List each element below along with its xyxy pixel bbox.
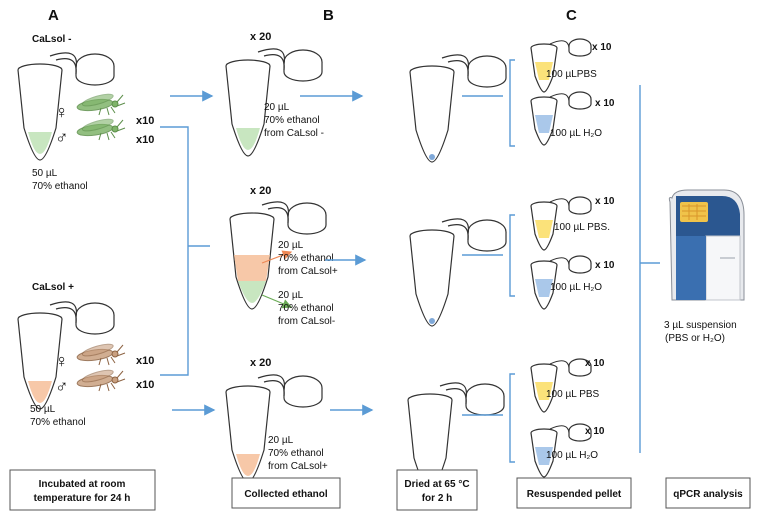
step-box-dry: Dried at 65 °C for 2 h [396,469,478,511]
panel-letter-a: A [48,7,59,24]
multiplier-b1: x 20 [250,31,271,43]
collected-tube-3 [225,374,323,483]
svg-text:Incubated at room: Incubated at room [39,479,126,490]
male-symbol: ♂ [55,127,69,147]
female-symbol: ♀ [55,102,69,122]
volume-label-2: 50 µL [30,404,56,415]
tube2-upper-line3: from CaLsol+ [278,266,338,277]
multiplier-b3: x 20 [250,357,271,369]
svg-text:Dried at 65 °C: Dried at 65 °C [404,479,469,490]
pbs-tube-3 [530,358,592,413]
panel-letter-b: B [323,7,334,24]
group1-pbs-label: 100 µLPBS [546,69,597,80]
dried-tube-1 [409,54,507,163]
calsol-negative-tube [17,52,115,161]
svg-text:Resuspended pellet: Resuspended pellet [527,489,622,500]
multiplier-b2: x 20 [250,185,271,197]
green-male-insect [75,116,126,141]
c-count-2: x 10 [595,98,615,109]
tube2-upper-line2: 70% ethanol [278,253,334,264]
pbs-tube-2 [530,196,592,251]
brown-male-insect [75,367,126,392]
resuspend-bracket-1 [509,59,515,147]
water-tube-2 [530,255,592,310]
tube2-lower-line3: from CaLsol- [278,316,335,327]
group1-water-label: 100 µL H₂O [550,128,602,139]
tube3-line1: 20 µL [268,435,294,446]
resuspend-bracket-2 [509,214,515,297]
step-box-qpcr: qPCR analysis [665,477,751,509]
c-count-5: x 10 [585,358,605,369]
group2-pbs-label: 100 µL PBS. [554,222,610,233]
qpcr-instrument-icon [668,189,745,301]
group3-pbs-label: 100 µL PBS [546,389,600,400]
c-count-3: x 10 [595,196,615,207]
step-box-collect: Collected ethanol [231,477,341,509]
panel-letter-c: C [566,7,577,24]
male-symbol-2: ♂ [55,376,69,396]
tube1-line1: 20 µL [264,102,290,113]
group3-water-label: 100 µL H₂O [546,450,598,461]
qpcr-line1: 3 µL suspension [664,320,737,331]
male-count-2: x10 [136,379,154,391]
calsol-positive-tube [17,301,115,410]
step-box-resuspend: Resuspended pellet [516,477,632,509]
resuspend-bracket-3 [509,373,515,463]
tube2-lower-line2: 70% ethanol [278,303,334,314]
volume-label-1: 50 µL [32,168,58,179]
ethanol-label-2: 70% ethanol [30,417,86,428]
ethanol-label-1: 70% ethanol [32,181,88,192]
male-count: x10 [136,134,154,146]
collection-bracket [160,126,189,376]
female-count: x10 [136,115,154,127]
c-count-1: x 10 [592,42,612,53]
water-tube-1 [530,91,592,146]
tube1-line3: from CaLsol - [264,128,324,139]
group2-water-label: 100 µL H₂O [550,282,602,293]
tube3-line3: from CaLsol+ [268,461,328,472]
collected-tube-2 [229,201,327,310]
water-tube-3 [530,423,592,478]
brown-female-insect [75,341,126,366]
tube2-lower-line1: 20 µL [278,290,304,301]
collected-tube-1 [225,48,323,157]
svg-text:qPCR analysis: qPCR analysis [673,489,743,500]
pbs-tube-1 [530,38,592,93]
svg-text:temperature for 24 h: temperature for 24 h [34,493,131,504]
tube3-line2: 70% ethanol [268,448,324,459]
female-count-2: x10 [136,355,154,367]
tube1-line2: 70% ethanol [264,115,320,126]
female-symbol-2: ♀ [55,351,69,371]
qpcr-line2: (PBS or H₂O) [665,333,725,344]
svg-text:Collected ethanol: Collected ethanol [244,489,328,500]
calsol-negative-label: CaLsol - [32,34,71,45]
calsol-positive-label: CaLsol + [32,282,74,293]
tube2-upper-line1: 20 µL [278,240,304,251]
c-count-6: x 10 [585,426,605,437]
green-female-insect [75,91,126,116]
step-box-incubate: Incubated at room temperature for 24 h [9,469,156,511]
dried-tube-2 [409,218,507,327]
svg-text:for 2 h: for 2 h [422,493,453,504]
c-count-4: x 10 [595,260,615,271]
